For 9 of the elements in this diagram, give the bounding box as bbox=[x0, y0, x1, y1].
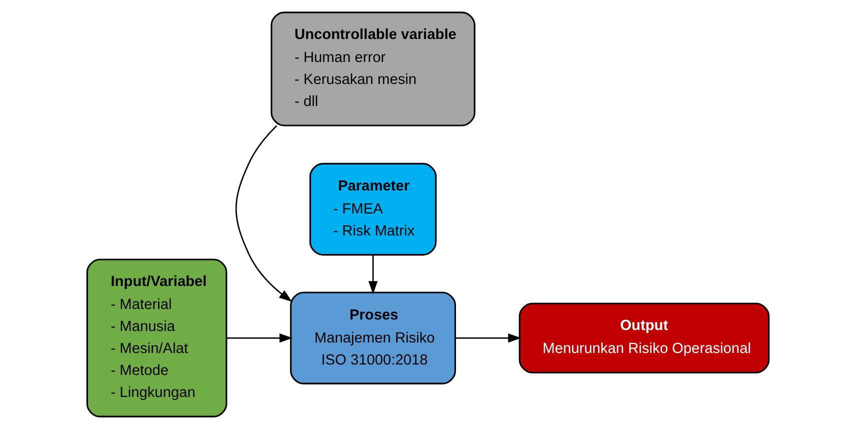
arrow bbox=[456, 333, 522, 343]
node-box: Output Menurunkan Risiko Operasional bbox=[518, 302, 770, 374]
arrow bbox=[235, 125, 292, 302]
node-box: Uncontrollable variable - Human error - Kerusakan mesin - dll bbox=[270, 12, 476, 126]
arrow bbox=[226, 333, 293, 343]
arrow bbox=[368, 254, 378, 294]
node-box: Parameter - FMEA - Risk Matrix bbox=[309, 162, 437, 256]
node-box: Proses Manajemen Risiko ISO 31000:2018 bbox=[290, 292, 456, 384]
node-box: Input/Variabel - Material - Manusia - Mesin/Alat - Metode - Lingkungan bbox=[86, 258, 228, 418]
